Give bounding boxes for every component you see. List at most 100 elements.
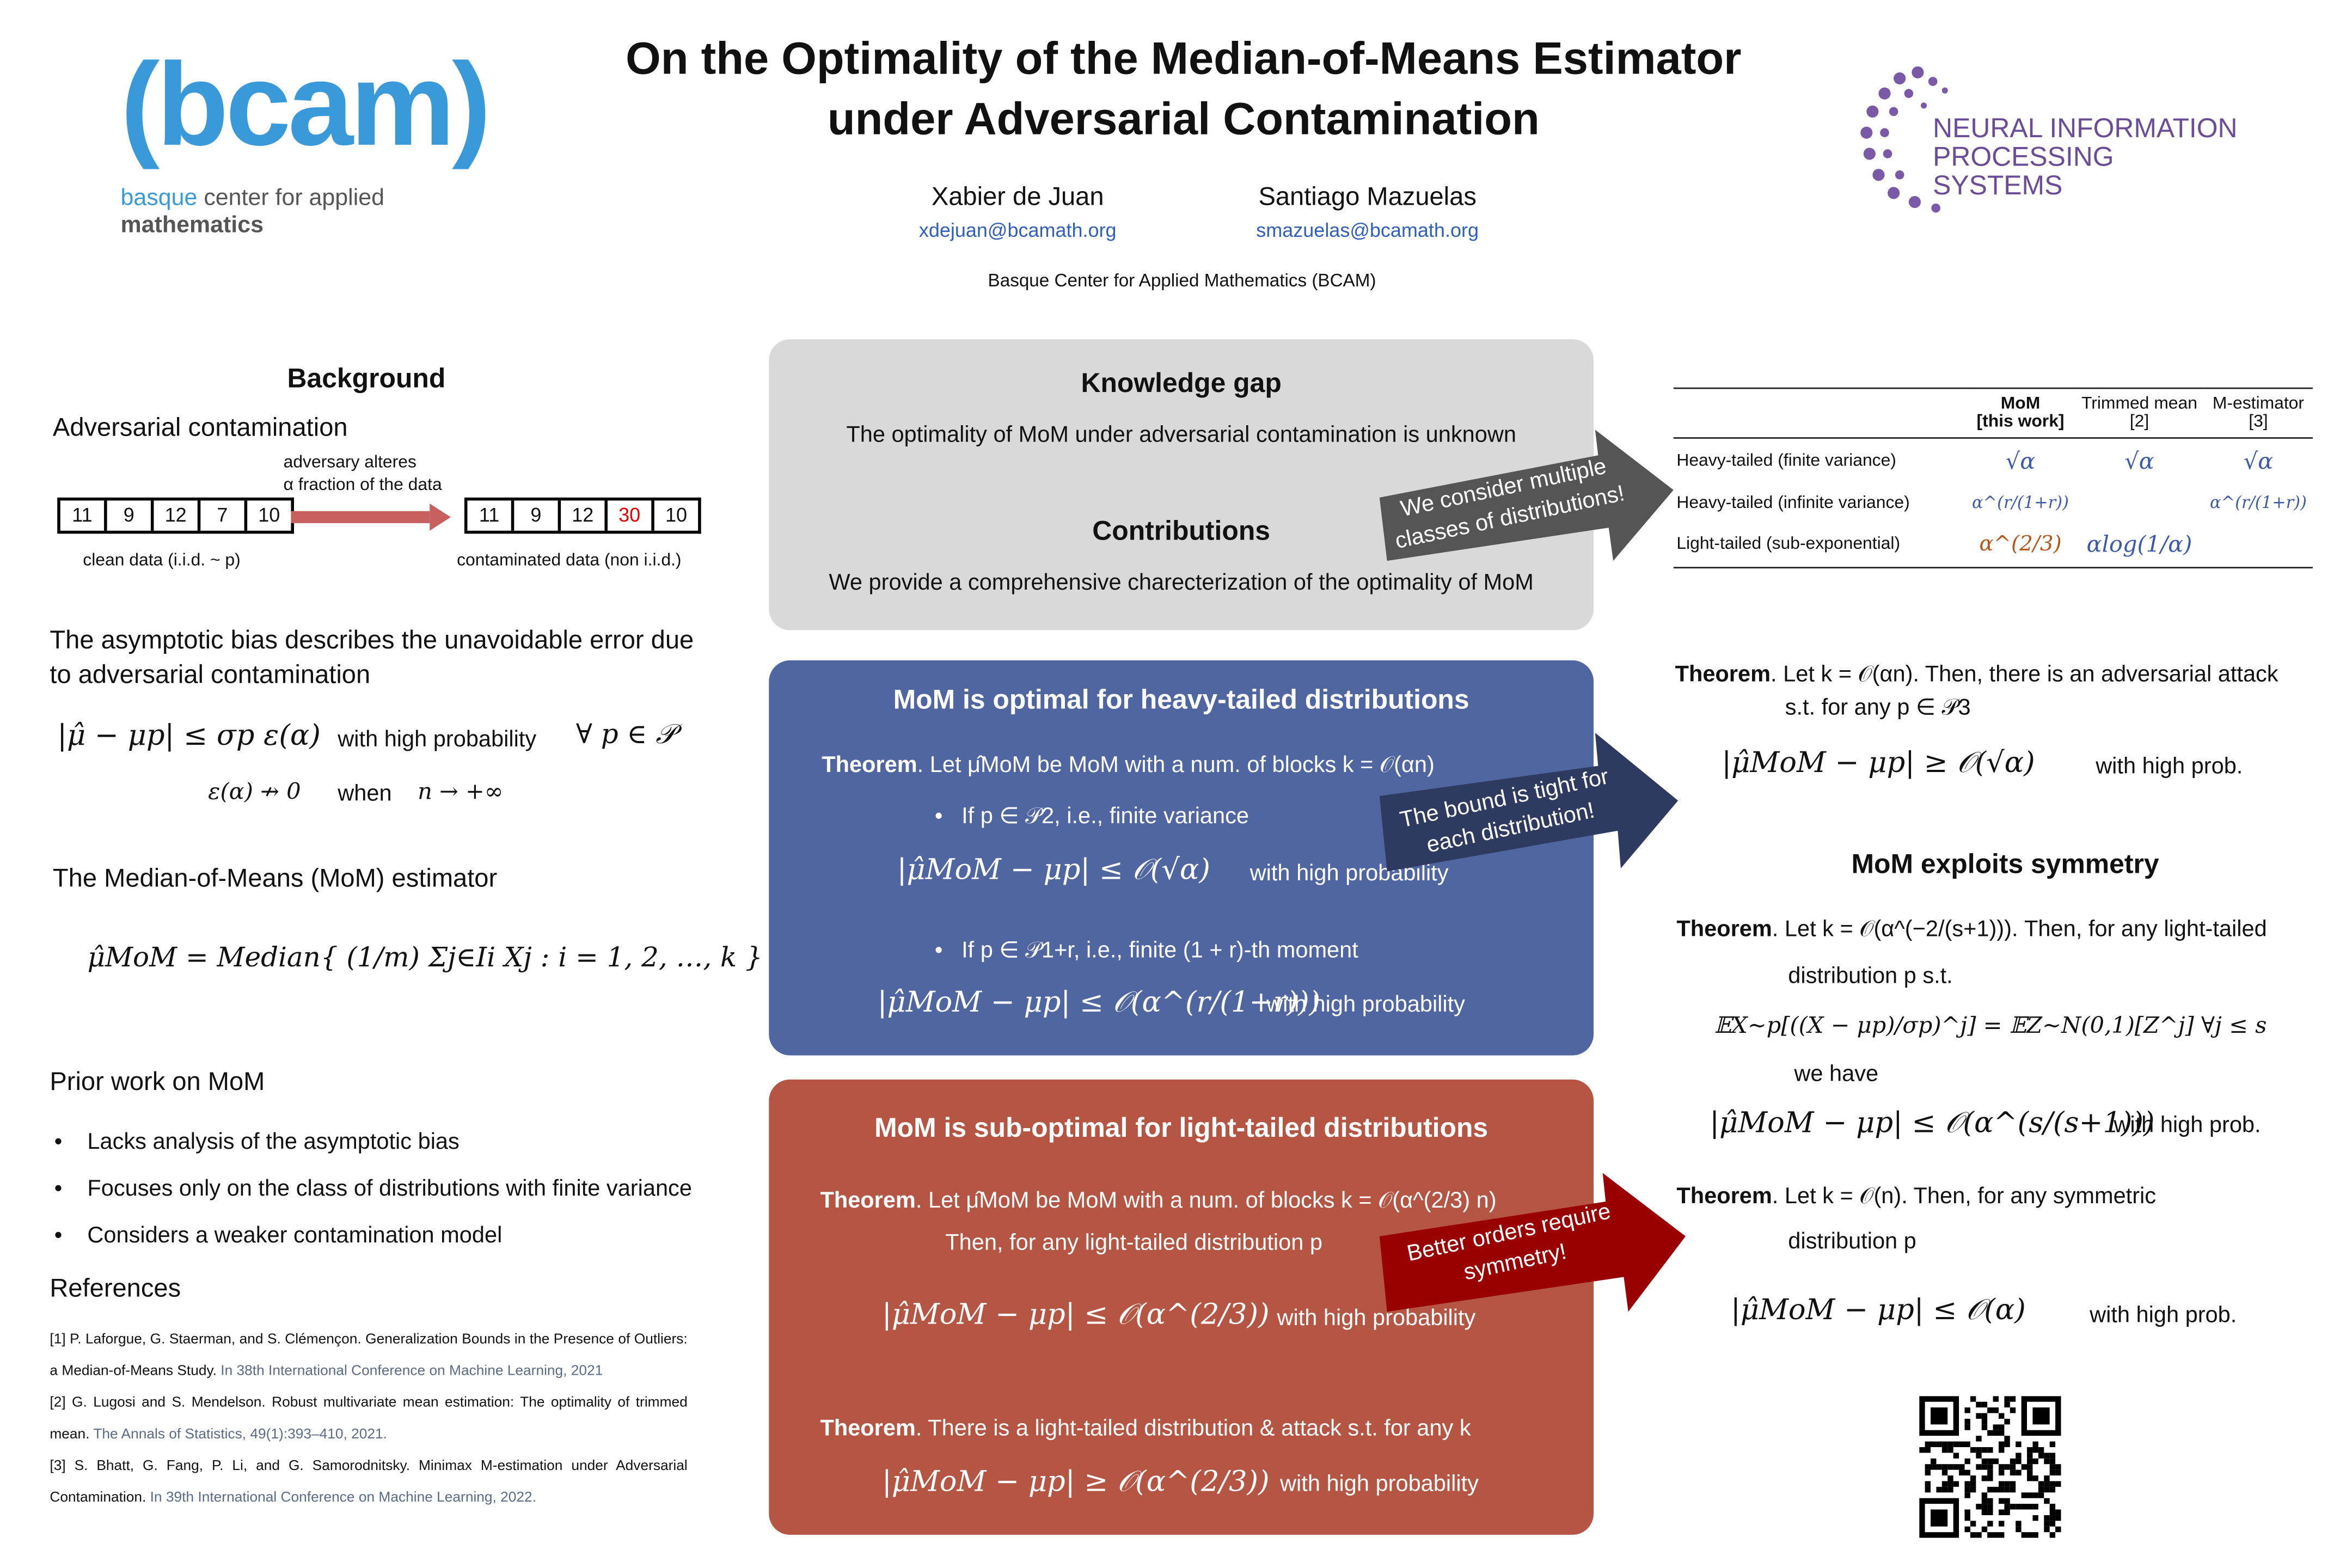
header-l1: Trimmed mean [2081, 395, 2197, 413]
qr-code-icon[interactable] [1919, 1396, 2061, 1538]
cell [2075, 484, 2204, 522]
right-theorem-1: Theorem. Let k = 𝒪(αn). Then, there is a… [1675, 662, 2278, 688]
poster-title: On the Optimality of the Median-of-Means… [543, 30, 1824, 151]
theorem-label: Theorem [1676, 916, 1772, 942]
light-theorem: Theorem. Let μ̂MoM be MoM with a num. of… [820, 1188, 1496, 1214]
cell: √α [2005, 448, 2036, 475]
theorem-text-2: distribution p s.t. [1788, 963, 1953, 989]
cell: α^(r/(1+r)) [1972, 493, 2069, 513]
theorem-text: . Let k = 𝒪(αn). Then, there is an adver… [1771, 661, 2278, 688]
contamination-arrow-icon [291, 503, 451, 531]
references: [1] P. Laforgue, G. Staerman, and S. Clé… [50, 1324, 687, 1514]
light-theorem-2: Theorem. There is a light-tailed distrib… [820, 1416, 1471, 1441]
light-heading: MoM is sub-optimal for light-tailed dist… [874, 1112, 1489, 1143]
prior-text: Considers a weaker contamination model [87, 1222, 503, 1248]
light-arrow-icon [1379, 1173, 1686, 1312]
tag-c: mathematics [120, 212, 264, 238]
theorem-text: . Let k = 𝒪(α^(−2/(s+1))). Then, for any… [1772, 916, 2267, 942]
neurips-line2: PROCESSING SYSTEMS [1933, 142, 2114, 201]
bcam-logo: (bcam) basque center for applied mathema… [120, 33, 513, 238]
ref-2: [2] G. Lugosi and S. Mendelson. Robust m… [50, 1387, 687, 1450]
author-email[interactable]: smazuelas@bcamath.org [1256, 218, 1479, 242]
heavy-arrow-icon [1379, 732, 1679, 872]
contrib-text: We provide a comprehensive charecterizat… [829, 569, 1534, 596]
heavy-formula-1: |μ̂MoM − μp| ≤ 𝒪(√α) [897, 853, 1210, 887]
thm3-formula: |μ̂MoM − μp| ≤ 𝒪(α) [1731, 1293, 2026, 1327]
comparison-table-wrap: MoM[this work] Trimmed mean[2] M-estimat… [1673, 388, 2313, 568]
header-l2: [3] [2249, 413, 2268, 431]
light-formula-1: |μ̂MoM − μp| ≤ 𝒪(α^(2/3)) [881, 1298, 1270, 1332]
tag-a: basque [120, 185, 198, 211]
gap-arrow-icon [1379, 430, 1674, 561]
bcam-tagline: basque center for applied mathematics [121, 186, 513, 240]
light-formula-2: |μ̂MoM − μp| ≥ 𝒪(α^(2/3)) [881, 1465, 1270, 1499]
adv-title: Adversarial contamination [52, 413, 348, 442]
cell: 7 [197, 500, 244, 531]
table-row: Light-tailed (sub-exponential)α^(2/3)αlo… [1673, 522, 2313, 568]
when-label: when [338, 781, 392, 807]
row-label: Heavy-tailed (infinite variance) [1676, 493, 1910, 512]
author-name: Xabier de Juan [931, 182, 1104, 211]
right-theorem-3: Theorem. Let k = 𝒪(n). Then, for any sym… [1676, 1184, 2156, 1209]
theorem-text: . Let k = 𝒪(n). Then, for any symmetric [1772, 1183, 2157, 1209]
prior-text: Focuses only on the class of distributio… [87, 1175, 692, 1202]
gap-heading: Knowledge gap [1081, 367, 1282, 399]
header-l1: MoM [2000, 395, 2041, 413]
adv-note1: adversary alteres [283, 454, 416, 472]
theorem-text-2: Then, for any light-tailed distribution … [945, 1230, 1322, 1256]
row-label: Light-tailed (sub-exponential) [1676, 535, 1901, 554]
bias-forall: ∀ p ∈ 𝒫 [575, 719, 676, 751]
author-name: Santiago Mazuelas [1258, 182, 1477, 211]
moment-condition: 𝔼X∼p[((X − μp)/σp)^j] = 𝔼Z∼N(0,1)[Z^j] ∀… [1714, 1012, 2267, 1039]
prior-item: • Lacks analysis of the asymptotic bias [54, 1129, 460, 1155]
prior-text: Lacks analysis of the asymptotic bias [87, 1129, 460, 1155]
prior-title: Prior work on MoM [50, 1067, 265, 1097]
header-empty [1674, 388, 1966, 438]
theorem-text-2: s.t. for any p ∈ 𝒫3 [1785, 695, 1971, 721]
cell-contaminated: 30 [604, 500, 651, 531]
theorem-text: . There is a light-tailed distribution &… [915, 1416, 1471, 1442]
cell [2204, 522, 2313, 567]
cell: 12 [558, 500, 605, 531]
theorem-text: . Let μ̂MoM be MoM with a num. of blocks… [917, 752, 1435, 778]
bcam-logo-mark: (bcam) [120, 38, 491, 170]
theorem-label: Theorem [1675, 661, 1771, 688]
cell: αlog(1/α) [2086, 530, 2192, 558]
author-email[interactable]: xdejuan@bcamath.org [918, 218, 1117, 242]
prior-item: • Focuses only on the class of distribut… [54, 1175, 692, 1202]
eps-formula: ε(α) ↛ 0 [208, 777, 301, 805]
thm1-formula: |μ̂MoM − μp| ≥ 𝒪(√α) [1722, 746, 2035, 780]
ref-main: [1] P. Laforgue, G. Staerman, and S. Clé… [50, 1331, 688, 1380]
whp-label: with high probability [1277, 1306, 1476, 1332]
theorem-label: Theorem [822, 752, 917, 778]
header-mom: MoM[this work] [1966, 388, 2075, 438]
heavy-bullet-1: • If p ∈ 𝒫2, i.e., finite variance [934, 803, 1250, 830]
heavy-bullet-2: • If p ∈ 𝒫1+r, i.e., finite (1 + r)-th m… [934, 938, 1358, 964]
theorem-label: Theorem [1676, 1183, 1772, 1209]
header-l2: [this work] [1976, 413, 2065, 431]
ref-venue: In 38th International Conference on Mach… [220, 1363, 603, 1380]
ref-1: [1] P. Laforgue, G. Staerman, and S. Clé… [50, 1324, 687, 1387]
theorem-label: Theorem [820, 1416, 916, 1442]
ref-3: [3] S. Bhatt, G. Fang, P. Li, and G. Sam… [50, 1450, 687, 1514]
whp-label: with high prob. [2096, 754, 2243, 780]
tag-b: center for applied [204, 185, 385, 211]
mom-title: The Median-of-Means (MoM) estimator [52, 863, 498, 893]
ref-venue: In 39th International Conference on Mach… [150, 1489, 537, 1506]
table-row: Heavy-tailed (finite variance)√α√α√α [1674, 438, 2313, 483]
light-tailed-box: MoM is sub-optimal for light-tailed dist… [769, 1079, 1594, 1535]
theorem-label: Theorem [820, 1188, 916, 1214]
neurips-dots-icon [1860, 66, 1948, 213]
prior-item: • Considers a weaker contamination model [54, 1222, 503, 1248]
mom-formula: μ̂MoM = Median{ (1/m) Σj∈Ii Xj : i = 1, … [87, 942, 763, 974]
heavy-formula-2: |μ̂MoM − μp| ≤ 𝒪(α^(r/(1+r))) [877, 986, 1321, 1019]
cell: 11 [464, 500, 511, 531]
cell: 12 [150, 500, 198, 531]
right-theorem-2: Theorem. Let k = 𝒪(α^(−2/(s+1))). Then, … [1676, 917, 2267, 942]
bullet-text: If p ∈ 𝒫1+r, i.e., finite (1 + r)-th mom… [961, 938, 1358, 964]
heavy-heading: MoM is optimal for heavy-tailed distribu… [893, 684, 1469, 715]
